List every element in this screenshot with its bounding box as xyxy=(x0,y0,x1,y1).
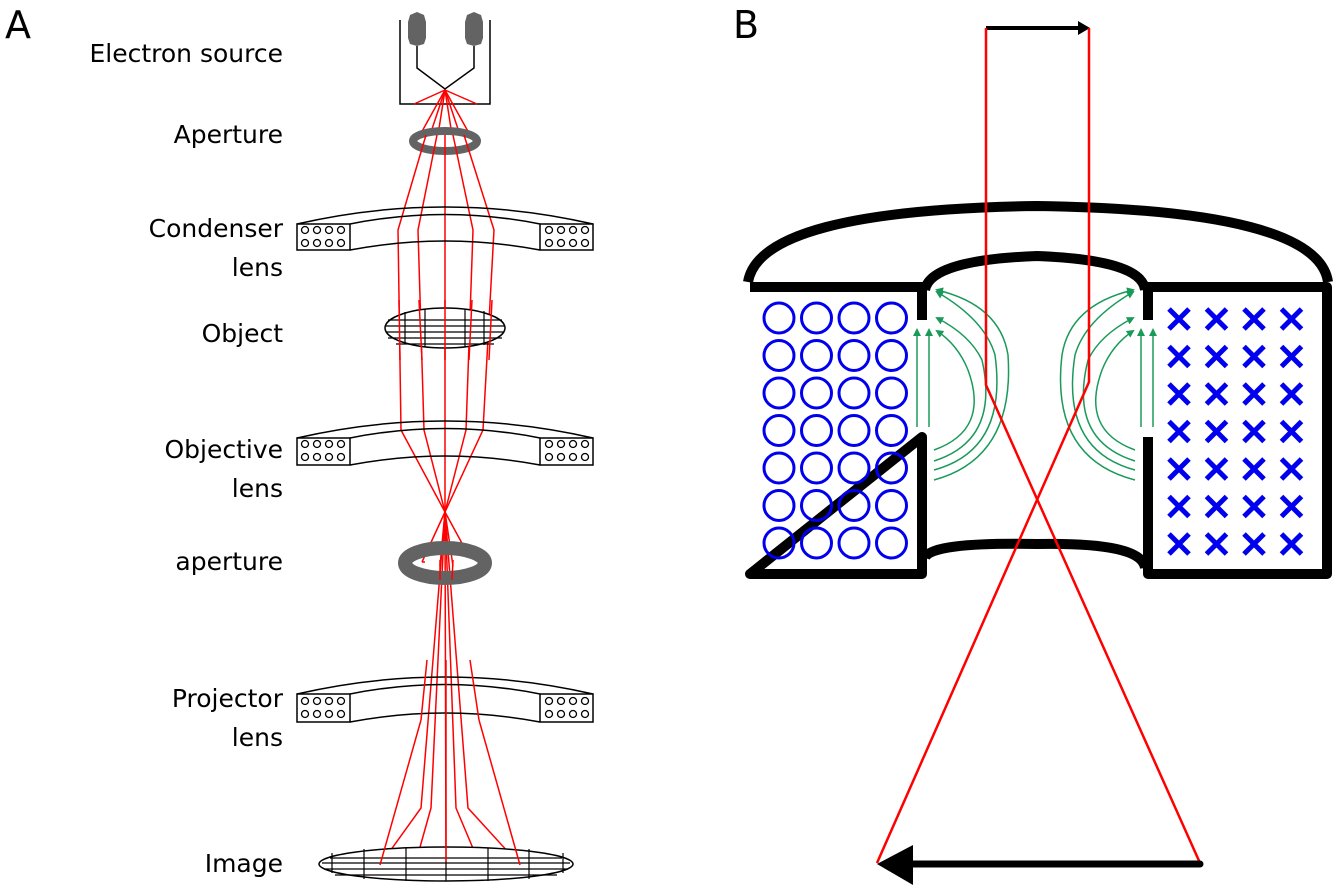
coil-circle-symbol xyxy=(875,301,908,335)
filament-right xyxy=(465,12,483,46)
coil-circle-symbol xyxy=(875,451,908,485)
label-objective-lens: lens xyxy=(232,474,283,503)
image-arrow xyxy=(877,845,1204,885)
image-rays xyxy=(379,719,521,866)
coil-circle-symbol xyxy=(800,339,833,372)
coil-cross-symbol xyxy=(1279,382,1304,406)
label-image: Image xyxy=(205,849,283,878)
coil-cross-symbol xyxy=(1279,457,1304,481)
magnetic-lens-housing xyxy=(743,201,1333,579)
coil-cross-symbol xyxy=(1242,457,1266,481)
coil-circle-symbol xyxy=(875,489,908,522)
coil-circle-symbol xyxy=(875,526,908,560)
label-condenser: Condenser xyxy=(149,214,284,243)
coil-circle-symbol xyxy=(837,489,871,522)
coil-cross-symbol xyxy=(1279,532,1304,556)
object-rays xyxy=(398,299,493,361)
coil-circle-symbol xyxy=(875,376,908,410)
coil-circle-symbol xyxy=(800,451,833,485)
coil-circle-symbol xyxy=(837,301,871,335)
panel-b: B xyxy=(733,3,1333,885)
coil-circle-symbol xyxy=(800,414,833,447)
coil-circle-symbol xyxy=(800,376,833,410)
label-object: Object xyxy=(202,319,284,348)
label-electron-source: Electron source xyxy=(89,39,283,68)
coil-circle-symbol xyxy=(762,376,796,410)
coil-cross-symbol xyxy=(1204,307,1229,331)
aperture-rays xyxy=(422,559,454,581)
field-lines-right xyxy=(1059,287,1157,481)
panel-a-letter: A xyxy=(5,3,31,47)
coil-circle-symbol xyxy=(800,489,833,522)
coil-cross-symbol xyxy=(1167,307,1191,331)
coil-circle-symbol xyxy=(875,339,908,372)
coil-cross-symbol xyxy=(1242,344,1266,369)
ray-left xyxy=(984,28,1202,864)
coil-cross-symbol xyxy=(1167,344,1191,369)
coil-circle-symbol xyxy=(837,376,871,410)
coil-circle-symbol xyxy=(762,414,796,447)
housing-outer-arc xyxy=(743,201,1333,284)
coil-circle-symbol xyxy=(762,489,796,522)
coil-circle-symbol xyxy=(762,339,796,372)
coil-cross-symbol xyxy=(1204,382,1229,406)
projector-lens xyxy=(296,676,594,723)
coil-circle-symbol xyxy=(837,414,871,447)
coil-circle-symbol xyxy=(762,301,796,335)
coil-cross-symbol xyxy=(1279,344,1304,369)
coil-circle-symbol xyxy=(762,526,796,560)
coil-cross-symbol xyxy=(1204,457,1229,481)
right-coil-windings xyxy=(1167,307,1304,556)
coil-circle-symbol xyxy=(800,526,833,560)
objective-aperture xyxy=(398,541,492,585)
coil-cross-symbol xyxy=(1167,382,1191,406)
panel-b-letter: B xyxy=(733,3,759,47)
objective-lens xyxy=(296,420,594,466)
coil-cross-symbol xyxy=(1242,419,1266,444)
left-coil-box xyxy=(745,282,927,579)
condenser-lens xyxy=(296,206,594,251)
field-lines-left xyxy=(913,287,1010,481)
coil-cross-symbol xyxy=(1242,307,1266,331)
label-projector: Projector xyxy=(172,684,284,713)
panel-a: A Electron source Aperture Condenser len… xyxy=(5,3,594,882)
coil-circle-symbol xyxy=(837,451,871,485)
ray-right xyxy=(875,28,1091,864)
coil-cross-symbol xyxy=(1167,419,1191,444)
label-projector-lens: lens xyxy=(232,723,283,752)
coil-cross-symbol xyxy=(1204,344,1229,369)
label-objective-aperture: aperture xyxy=(175,547,283,576)
panel-b-rays xyxy=(875,28,1202,864)
left-coil-windings xyxy=(762,301,908,560)
object-arrow xyxy=(986,21,1090,35)
coil-circle-symbol xyxy=(800,301,833,335)
coil-cross-symbol xyxy=(1242,532,1266,556)
coil-circle-symbol xyxy=(762,451,796,485)
coil-cross-symbol xyxy=(1279,494,1304,519)
housing-bottom-arc xyxy=(920,538,1150,570)
label-aperture: Aperture xyxy=(174,120,283,149)
projector-rays xyxy=(420,659,480,721)
filament-left xyxy=(408,12,426,46)
electron-source xyxy=(399,12,491,105)
coil-cross-symbol xyxy=(1167,457,1191,481)
coil-circle-symbol xyxy=(837,526,871,560)
coil-cross-symbol xyxy=(1204,494,1229,519)
label-objective: Objective xyxy=(164,435,283,464)
housing-inner-arc xyxy=(920,251,1150,292)
coil-cross-symbol xyxy=(1242,494,1266,519)
coil-cross-symbol xyxy=(1204,532,1229,556)
coil-circle-symbol xyxy=(837,339,871,372)
coil-circle-symbol xyxy=(875,414,908,447)
label-condenser-lens: lens xyxy=(232,253,283,282)
coil-cross-symbol xyxy=(1279,307,1304,331)
coil-cross-symbol xyxy=(1242,382,1266,406)
coil-cross-symbol xyxy=(1167,532,1191,556)
coil-cross-symbol xyxy=(1279,419,1304,444)
right-coil-box xyxy=(1143,282,1332,579)
coil-cross-symbol xyxy=(1167,494,1191,519)
coil-cross-symbol xyxy=(1204,419,1229,444)
